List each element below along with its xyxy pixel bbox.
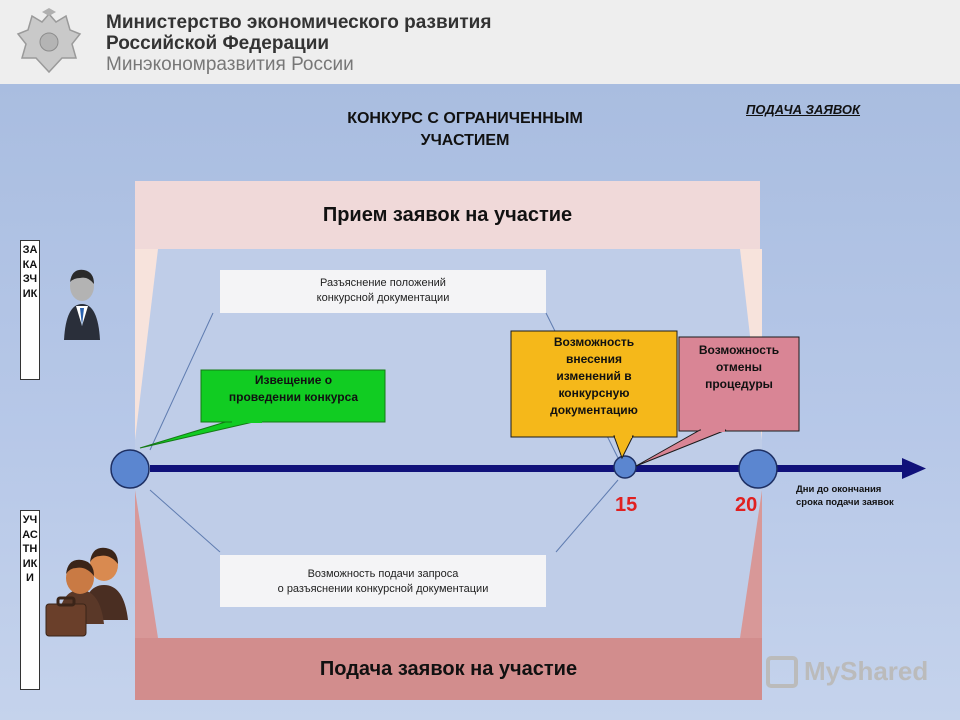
top-band-label: Прием заявок на участие (322, 204, 573, 226)
timeline-axis (150, 465, 905, 472)
customer-person-icon (64, 269, 100, 340)
connector-line-2 (149, 489, 221, 553)
ministry-short-name: Минэкономразвития России (106, 54, 354, 75)
notice-callout-box (200, 369, 386, 423)
bottom-band-right-wedge (740, 490, 762, 638)
top-band-left-wedge (135, 249, 158, 440)
bottom-band (135, 638, 762, 700)
changes-callout-box (510, 330, 678, 438)
notice-callout-tail (139, 419, 263, 449)
timeline-node-20 (738, 449, 778, 489)
top-band (135, 181, 760, 249)
ministry-name-line2: Российской Федерации (106, 33, 330, 54)
participants-people-icon (45, 547, 128, 637)
connector-line-3 (555, 479, 619, 553)
day-15-label: 15 (615, 494, 638, 516)
section-link[interactable]: ПОДАЧА ЗАЯВОК (746, 102, 861, 117)
coat-of-arms-icon (16, 8, 82, 74)
timeline-node-15 (613, 455, 637, 479)
slide-title: КОНКУРС С ОГРАНИЧЕННЫМ УЧАСТИЕМ (347, 110, 583, 149)
timeline-node-start (110, 449, 150, 489)
ministry-name-line1: Министерство экономического развития (106, 12, 492, 33)
notice-callout-text: Извещение о проведении конкурса (228, 373, 359, 404)
bottom-band-label: Подача заявок на участие (319, 658, 578, 680)
changes-callout-text: Возможность внесения изменений в конкурс… (550, 335, 638, 417)
cancel-callout-text: Возможность отмены процедуры (698, 343, 780, 391)
timeline-axis-label: Дни до окончания срока подачи заявок (796, 484, 894, 508)
connector-line-1 (149, 312, 214, 451)
watermark-text: MyShared (804, 656, 929, 686)
participants-vertical-label: УЧАСТНИКИ (20, 510, 40, 690)
day-20-label: 20 (735, 494, 758, 516)
request-info-box: Возможность подачи запроса о разъяснении… (220, 555, 546, 607)
header-bar: Министерство экономического развития Рос… (0, 0, 960, 84)
watermark-logo-icon (766, 656, 798, 688)
timeline-arrowhead (902, 458, 926, 479)
bottom-band-left-wedge (135, 490, 158, 638)
customer-vertical-label: ЗАКАЗЧИК (20, 240, 40, 380)
cancel-callout-box (678, 336, 800, 432)
clarification-info-box: Разъяснение положений конкурсной докумен… (220, 270, 546, 313)
